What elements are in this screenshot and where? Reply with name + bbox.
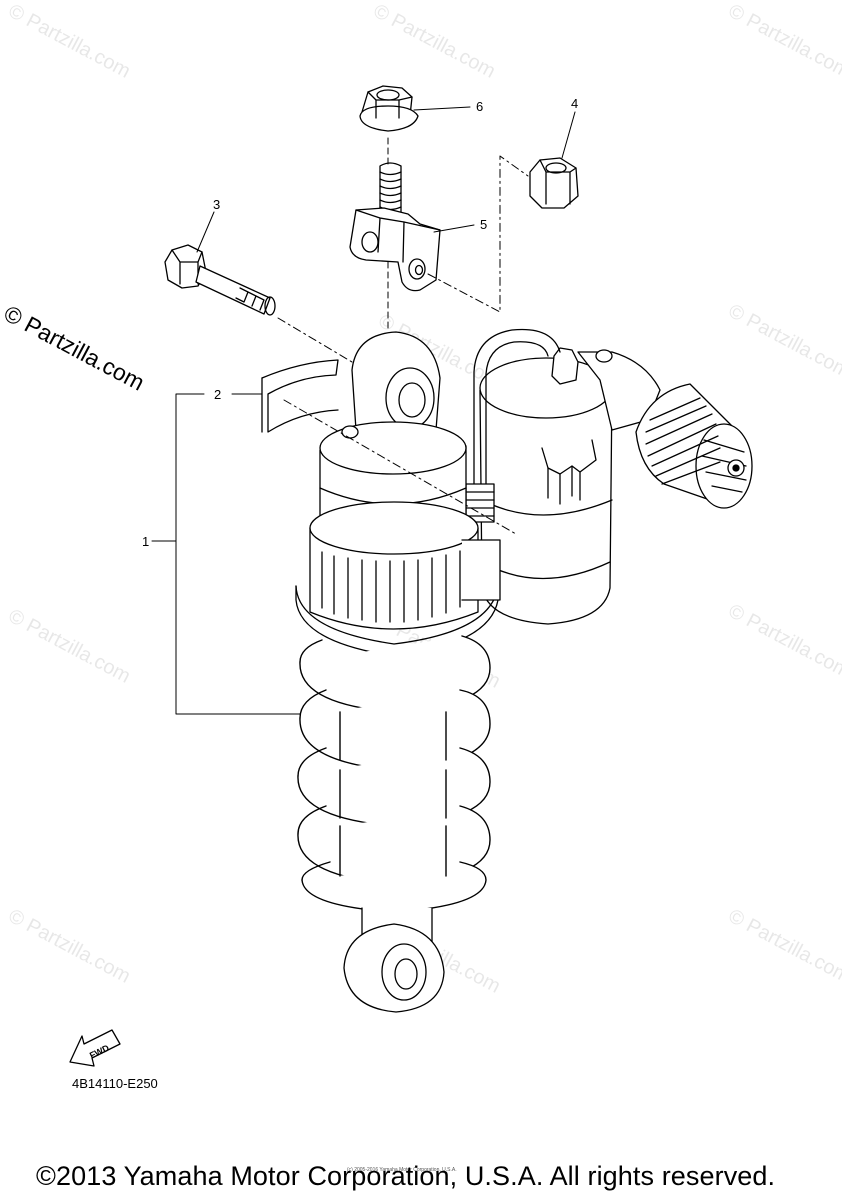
flange-nut-part-6 — [359, 85, 419, 132]
callout-5: 5 — [480, 217, 488, 232]
reservoir — [479, 347, 661, 625]
tiny-copyright-note: (c) 2005-2016 Yamaha Motor Corporation, … — [347, 1167, 457, 1173]
bracket-part-5 — [349, 207, 441, 292]
coil-spring — [297, 635, 491, 913]
callout-1: 1 — [142, 534, 150, 549]
callout-4: 4 — [571, 96, 579, 111]
leader-lines — [151, 106, 576, 715]
shock-body — [295, 331, 501, 657]
diagram-code: 4B14110-E250 — [72, 1076, 158, 1091]
cover-part-2 — [261, 359, 339, 433]
callout-3: 3 — [213, 197, 221, 212]
copyright-footer: ©2013 Yamaha Motor Corporation, U.S.A. A… — [36, 1161, 776, 1191]
fwd-arrow-icon: FWD — [69, 1029, 121, 1067]
bolt-part-3 — [164, 244, 276, 316]
callout-2: 2 — [214, 387, 222, 402]
adjuster-knob — [635, 383, 753, 509]
nut-part-4 — [529, 157, 579, 209]
callout-6: 6 — [476, 99, 484, 114]
lower-eye — [343, 907, 445, 1013]
